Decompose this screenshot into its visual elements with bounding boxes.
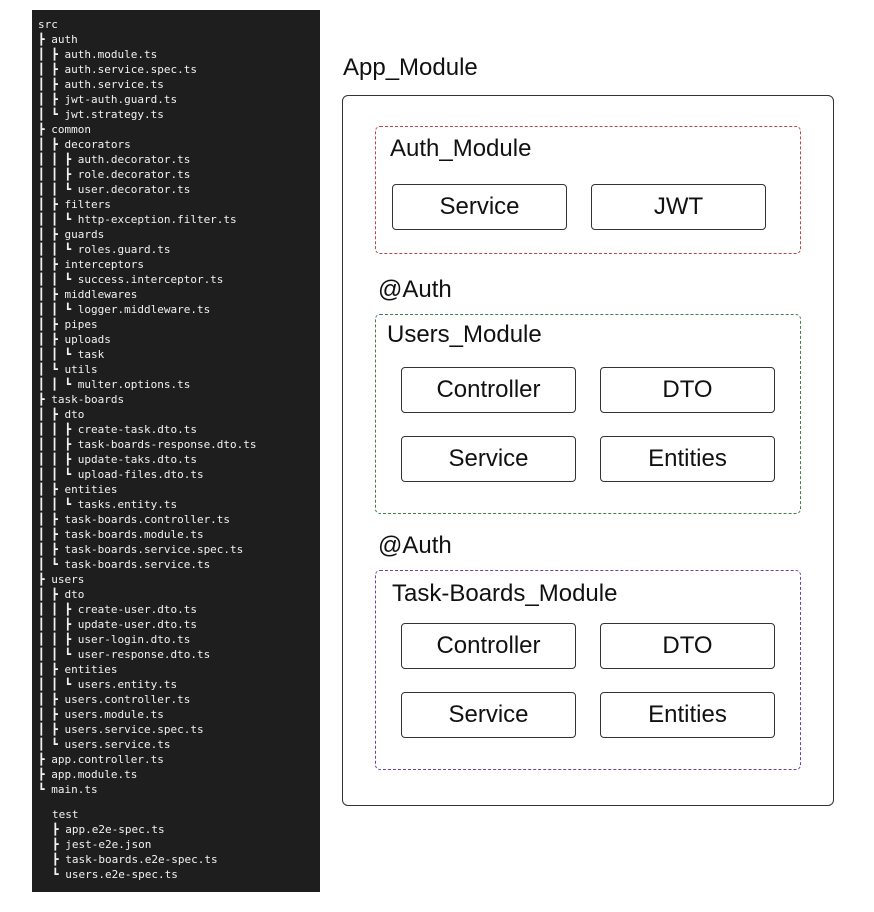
file-tree-line: ┃ ┣ decorators [38, 138, 131, 151]
users-dto-component: DTO [600, 367, 775, 413]
file-tree-line: src [38, 18, 58, 31]
file-tree-line: ┃ ┣ users.service.spec.ts [38, 723, 204, 736]
file-tree-line: ┃ ┃ ┣ update-user.dto.ts [38, 618, 197, 631]
users-service-component: Service [401, 436, 576, 482]
file-tree-line: ┃ ┗ task-boards.service.ts [38, 558, 211, 571]
file-tree-line: ┃ ┃ ┗ multer.options.ts [38, 378, 191, 391]
file-tree-line: ┃ ┃ ┣ role.decorator.ts [38, 168, 191, 181]
file-tree-line: ┃ ┣ task-boards.module.ts [38, 528, 204, 541]
auth-module-box [375, 126, 801, 254]
file-tree-line: ┃ ┣ pipes [38, 318, 98, 331]
file-tree-panel: src ┣ auth ┃ ┣ auth.module.ts ┃ ┣ auth.serv… [32, 10, 320, 892]
file-tree-line: ┃ ┃ ┗ upload-files.dto.ts [38, 468, 204, 481]
file-tree-line: ┃ ┣ middlewares [38, 288, 138, 301]
file-tree-line: ┗ main.ts [38, 783, 98, 796]
file-tree-line: ┃ ┣ dto [38, 408, 85, 421]
test-tree-line: ┗ users.e2e-spec.ts [52, 868, 178, 881]
tasks-auth-decorator: @Auth [378, 532, 452, 559]
file-tree-line: ┃ ┣ dto [38, 588, 85, 601]
file-tree-line: ┃ ┃ ┗ success.interceptor.ts [38, 273, 224, 286]
file-tree-line: ┃ ┣ entities [38, 483, 118, 496]
test-tree-line: ┣ jest-e2e.json [52, 838, 152, 851]
auth-module-title: Auth_Module [390, 135, 532, 162]
file-tree-line: ┃ ┣ users.module.ts [38, 708, 164, 721]
file-tree-line: ┃ ┃ ┣ update-taks.dto.ts [38, 453, 197, 466]
file-tree-line: ┃ ┣ task-boards.controller.ts [38, 513, 231, 526]
app-module-title: App_Module [343, 54, 478, 81]
file-tree-line: ┃ ┃ ┗ tasks.entity.ts [38, 498, 178, 511]
users-module-title: Users_Module [387, 321, 542, 348]
task-boards-module-title: Task-Boards_Module [392, 580, 618, 607]
file-tree-line: ┃ ┣ filters [38, 198, 111, 211]
users-auth-decorator: @Auth [378, 276, 452, 303]
file-tree-line: ┃ ┃ ┣ user-login.dto.ts [38, 633, 191, 646]
app-module-box [342, 95, 834, 806]
file-tree-line: ┃ ┗ utils [38, 363, 98, 376]
test-tree-line: ┣ app.e2e-spec.ts [52, 823, 165, 836]
file-tree-line: ┃ ┃ ┗ roles.guard.ts [38, 243, 171, 256]
file-tree-line: ┃ ┣ auth.service.ts [38, 78, 164, 91]
file-tree-line: ┃ ┣ auth.service.spec.ts [38, 63, 197, 76]
file-tree-line: ┃ ┣ interceptors [38, 258, 144, 271]
file-tree-line: ┣ app.module.ts [38, 768, 138, 781]
tasks-controller-component: Controller [401, 623, 576, 669]
file-tree-line: ┃ ┗ jwt.strategy.ts [38, 108, 164, 121]
test-tree-line: ┣ task-boards.e2e-spec.ts [52, 853, 218, 866]
users-entities-component: Entities [600, 436, 775, 482]
task-boards-module-box [375, 570, 801, 770]
file-tree-line: ┣ app.controller.ts [38, 753, 164, 766]
file-tree-line: ┃ ┣ auth.module.ts [38, 48, 158, 61]
file-tree-line: ┣ common [38, 123, 91, 136]
test-tree-line: test [52, 808, 79, 821]
tasks-dto-component: DTO [600, 623, 775, 669]
file-tree-line: ┃ ┃ ┣ auth.decorator.ts [38, 153, 191, 166]
users-module-box [375, 314, 801, 514]
file-tree-line: ┃ ┣ entities [38, 663, 118, 676]
file-tree-line: ┣ task-boards [38, 393, 125, 406]
file-tree-line: ┣ auth [38, 33, 78, 46]
file-tree-line: ┃ ┃ ┗ user-response.dto.ts [38, 648, 211, 661]
auth-jwt-component: JWT [591, 184, 766, 230]
auth-service-component: Service [392, 184, 567, 230]
file-tree-line: ┃ ┃ ┣ create-task.dto.ts [38, 423, 197, 436]
file-tree-line: ┃ ┃ ┣ create-user.dto.ts [38, 603, 197, 616]
file-tree-line: ┃ ┃ ┗ user.decorator.ts [38, 183, 191, 196]
file-tree-line: ┃ ┃ ┗ logger.middleware.ts [38, 303, 211, 316]
file-tree-line: ┃ ┃ ┣ task-boards-response.dto.ts [38, 438, 257, 451]
file-tree-line: ┃ ┣ guards [38, 228, 105, 241]
file-tree-line: ┃ ┃ ┗ users.entity.ts [38, 678, 178, 691]
tasks-entities-component: Entities [600, 692, 775, 738]
tasks-service-component: Service [401, 692, 576, 738]
file-tree-line: ┃ ┃ ┗ http-exception.filter.ts [38, 213, 237, 226]
file-tree-line: ┃ ┣ task-boards.service.spec.ts [38, 543, 244, 556]
users-controller-component: Controller [401, 367, 576, 413]
file-tree-line: ┃ ┗ users.service.ts [38, 738, 171, 751]
file-tree-line: ┃ ┣ users.controller.ts [38, 693, 191, 706]
file-tree-line: ┃ ┣ uploads [38, 333, 111, 346]
file-tree-line: ┃ ┣ jwt-auth.guard.ts [38, 93, 178, 106]
file-tree-line: ┣ users [38, 573, 85, 586]
file-tree-line: ┃ ┃ ┗ task [38, 348, 105, 361]
